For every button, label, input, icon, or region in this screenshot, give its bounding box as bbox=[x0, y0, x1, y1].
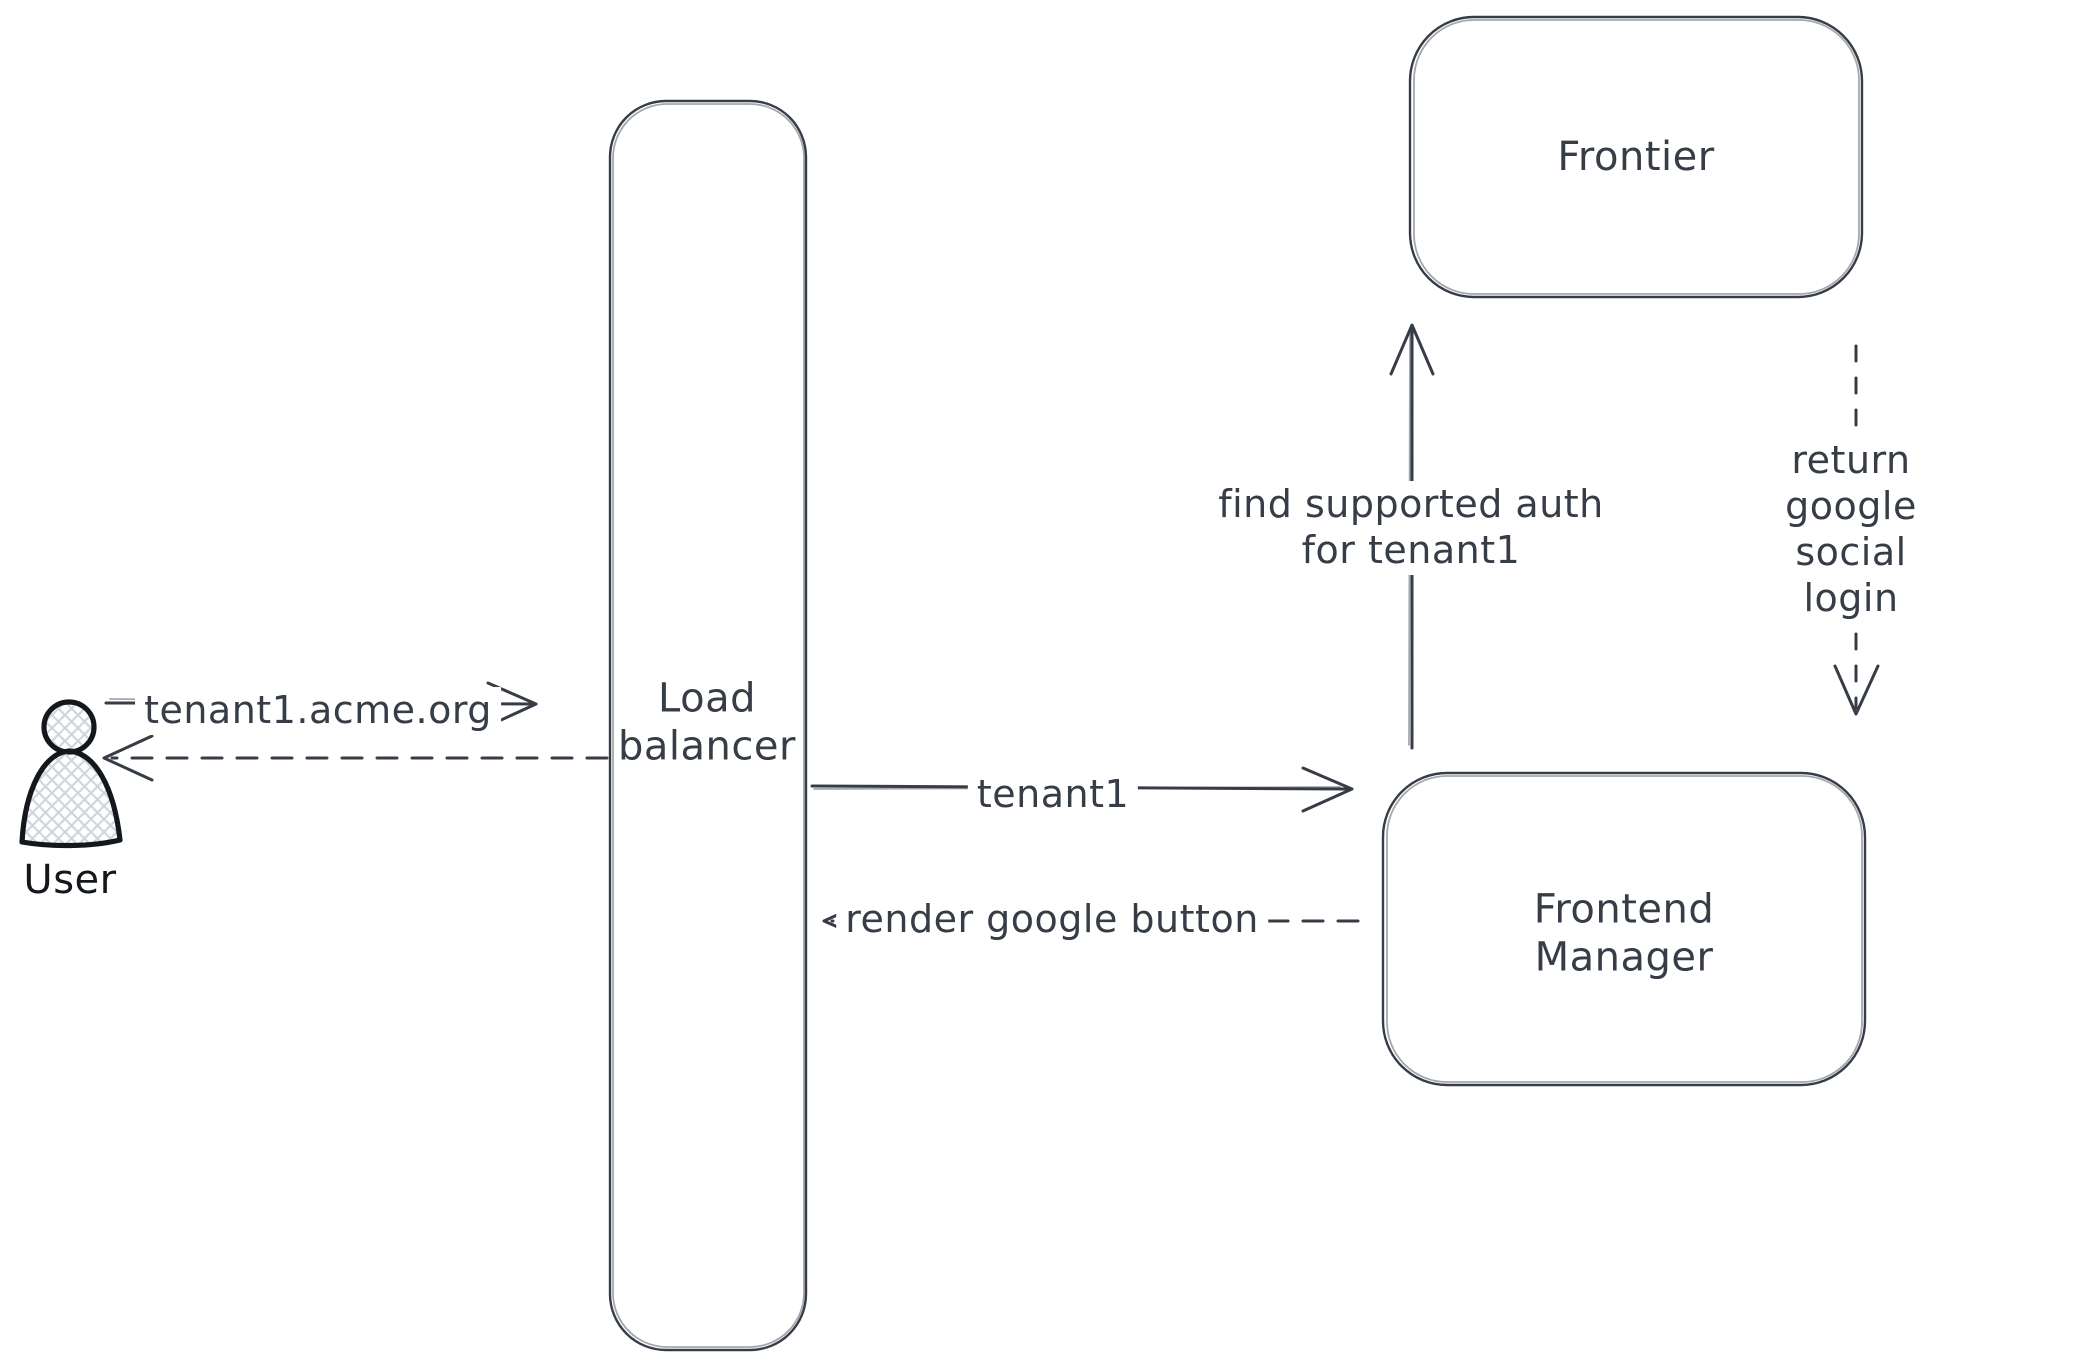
node-label-load-balancer: Load balancer bbox=[618, 675, 796, 770]
node-load-balancer bbox=[608, 99, 808, 1352]
arrow-load-balancer-to-user bbox=[102, 734, 609, 782]
user-label: User bbox=[23, 856, 117, 903]
edge-label-tenant1: tenant1 bbox=[967, 771, 1139, 819]
arrow-frontier-to-frontend-manager bbox=[1833, 344, 1880, 716]
node-frontend-manager bbox=[1381, 771, 1867, 1087]
edge-label-tenant1-acme-org: tenant1.acme.org bbox=[135, 687, 501, 735]
node-label-frontier: Frontier bbox=[1557, 133, 1715, 180]
edge-label-find-supported-auth: find supported auth for tenant1 bbox=[1209, 481, 1613, 575]
node-frontier bbox=[1408, 15, 1864, 299]
edge-label-return-google-social-login: return google social login bbox=[1735, 437, 1967, 623]
node-label-frontend-manager: Frontend Manager bbox=[1533, 886, 1715, 981]
user-icon bbox=[19, 699, 123, 849]
edge-label-render-google-button: render google button bbox=[836, 896, 1268, 944]
